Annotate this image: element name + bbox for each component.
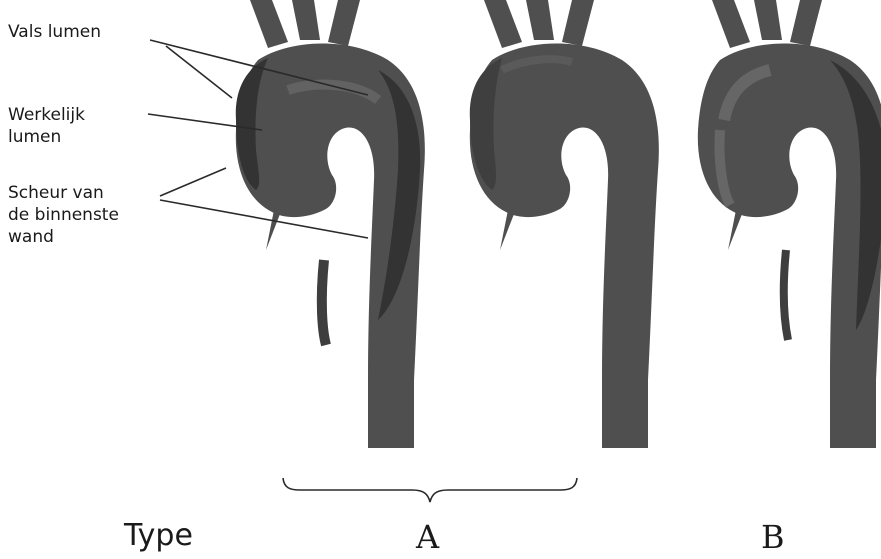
aorta-figure-1	[236, 0, 425, 448]
true-lumen-label: Werkelijk lumen	[8, 104, 85, 148]
false-lumen-label: Vals lumen	[8, 21, 101, 43]
type-a-label: A	[416, 518, 439, 556]
type-a-bracket	[283, 478, 577, 502]
type-label: Type	[124, 518, 193, 553]
type-b-label: B	[761, 518, 785, 556]
aorta-figure-2	[470, 0, 659, 448]
tear-leader-1	[160, 168, 226, 196]
intimal-tear-label: Scheur van de binnenste wand	[8, 182, 119, 248]
false-lumen-leader-2	[166, 46, 232, 98]
aorta-figure-3	[698, 0, 881, 448]
